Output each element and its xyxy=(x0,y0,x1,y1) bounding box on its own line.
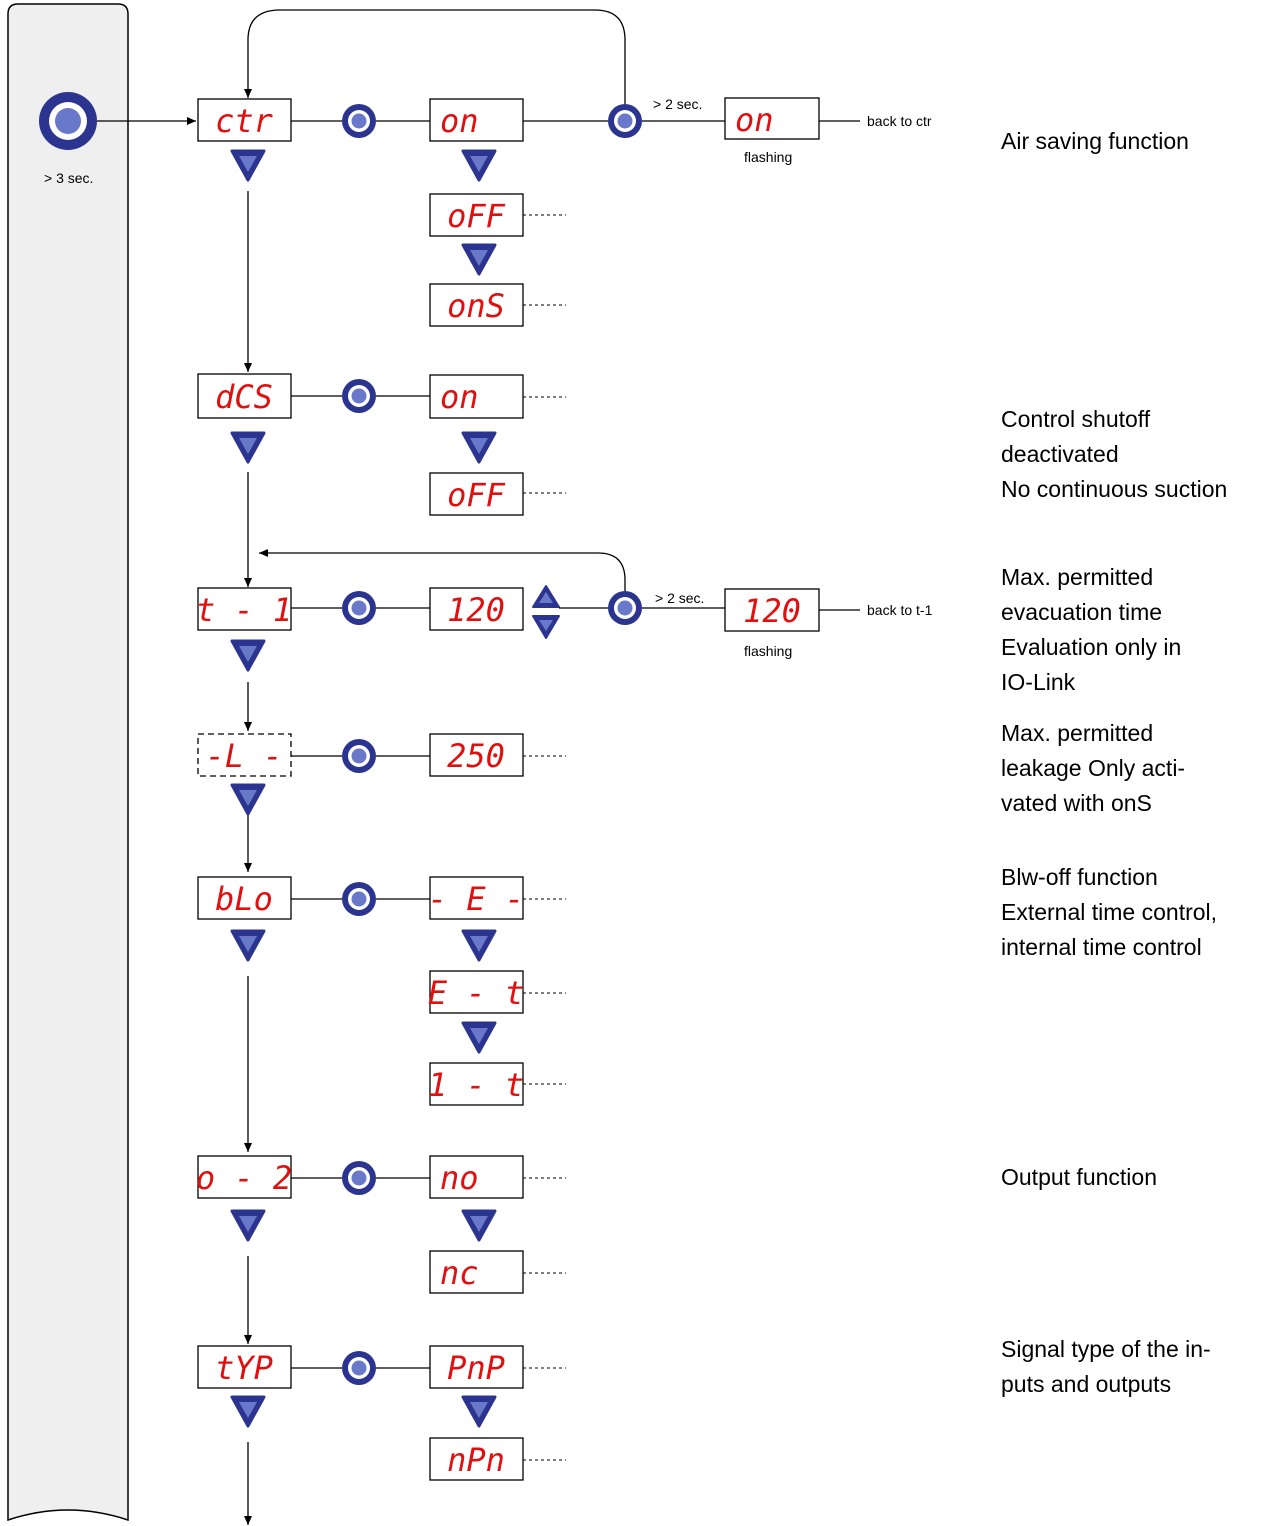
value-display-o2-nc xyxy=(429,1250,524,1294)
param-display-t1 xyxy=(197,587,292,631)
param-text-ctr: ctr xyxy=(215,102,274,140)
param-display-typ xyxy=(197,1345,292,1389)
value-display-leak xyxy=(429,733,524,777)
value-display-ctr-on xyxy=(429,98,524,142)
param-display-o2 xyxy=(197,1155,292,1199)
ctr-hold-label: > 2 sec. xyxy=(653,96,702,112)
value-display-t1 xyxy=(429,587,524,631)
value-text-typ-npn: nPn xyxy=(447,1441,505,1479)
value-text-dcs-on: on xyxy=(440,378,479,416)
enter-button-icon[interactable] xyxy=(39,92,97,150)
down-arrow-icon[interactable] xyxy=(230,929,266,962)
desc-evacuation-time: Max. permitted evacuation time Evaluatio… xyxy=(1001,564,1182,695)
param-text-blo: bLo xyxy=(215,880,273,918)
t1-flashing-label: flashing xyxy=(744,643,792,659)
down-arrow-icon[interactable] xyxy=(461,1021,497,1054)
ctr-flashing-label: flashing xyxy=(744,149,792,165)
value-display-blo-ext xyxy=(429,876,524,920)
desc-signal-type: Signal type of the in- puts and outputs xyxy=(1001,1336,1211,1397)
enter-button-icon[interactable] xyxy=(342,591,376,625)
up-arrow-icon[interactable] xyxy=(532,585,560,608)
down-arrow-icon[interactable] xyxy=(230,149,266,182)
param-text-o2: o - 2 xyxy=(196,1159,292,1197)
down-arrow-icon[interactable] xyxy=(532,615,560,639)
value-display-typ-npn xyxy=(429,1437,524,1481)
value-text-blo-et: E - t xyxy=(428,974,524,1012)
start-hold-label: > 3 sec. xyxy=(44,170,93,186)
enter-button-icon[interactable] xyxy=(342,379,376,413)
value-display-typ-pnp xyxy=(429,1345,524,1389)
desc-air-saving: Air saving function xyxy=(1001,128,1189,154)
param-text-dcs: dCS xyxy=(215,378,273,416)
param-display-ctr xyxy=(197,98,292,142)
t1-hold-label: > 2 sec. xyxy=(655,590,704,606)
value-display-blo-it xyxy=(429,1062,524,1106)
param-display-blo xyxy=(197,876,292,920)
value-display-blo-et xyxy=(429,970,524,1014)
value-display-ctr-off xyxy=(429,193,524,237)
down-arrow-icon[interactable] xyxy=(461,1395,497,1428)
enter-button-icon[interactable] xyxy=(342,1161,376,1195)
value-text-t1: 120 xyxy=(447,591,505,629)
enter-button-icon[interactable] xyxy=(342,882,376,916)
confirm-display-ctr xyxy=(724,97,820,140)
down-arrow-icon[interactable] xyxy=(230,431,266,464)
down-arrow-icon[interactable] xyxy=(230,639,266,672)
param-text-leak: -L - xyxy=(205,737,282,775)
value-display-dcs-off xyxy=(429,472,524,516)
enter-button-icon[interactable] xyxy=(608,591,642,625)
down-arrow-icon[interactable] xyxy=(230,1395,266,1428)
enter-button-icon[interactable] xyxy=(608,104,642,138)
side-panel xyxy=(7,3,129,1522)
param-display-leak xyxy=(197,733,292,777)
desc-leakage: Max. permitted leakage Only acti- vated … xyxy=(1001,720,1186,816)
confirm-text-ctr: on xyxy=(735,101,774,139)
value-text-o2-nc: nc xyxy=(440,1254,479,1292)
value-text-ctr-ons: onS xyxy=(447,287,505,325)
enter-button-icon[interactable] xyxy=(342,1351,376,1385)
enter-button-icon[interactable] xyxy=(342,104,376,138)
value-text-o2-no: no xyxy=(440,1159,479,1197)
desc-control-shutoff: Control shutoff deactivated No continuou… xyxy=(1001,406,1228,502)
ctr-back-label: back to ctr xyxy=(867,113,932,129)
enter-button-icon[interactable] xyxy=(342,739,376,773)
down-arrow-icon[interactable] xyxy=(230,783,266,816)
param-display-dcs xyxy=(197,373,292,419)
down-arrow-icon[interactable] xyxy=(461,243,497,276)
value-text-ctr-on: on xyxy=(440,102,479,140)
param-text-t1: t - 1 xyxy=(196,591,292,629)
value-text-ctr-off: oFF xyxy=(447,197,506,235)
value-display-o2-no xyxy=(429,1155,524,1199)
down-arrow-icon[interactable] xyxy=(461,1209,497,1242)
confirm-text-t1: 120 xyxy=(743,592,801,630)
down-arrow-icon[interactable] xyxy=(230,1209,266,1242)
value-text-blo-ext: - E - xyxy=(428,880,524,918)
down-arrow-icon[interactable] xyxy=(461,929,497,962)
down-arrow-icon[interactable] xyxy=(461,431,497,464)
down-arrow-icon[interactable] xyxy=(461,149,497,182)
param-text-typ: tYP xyxy=(215,1349,273,1387)
value-text-dcs-off: oFF xyxy=(447,476,506,514)
value-text-leak: 250 xyxy=(447,737,505,775)
value-text-typ-pnp: PnP xyxy=(447,1349,505,1387)
confirm-display-t1 xyxy=(724,588,820,632)
value-text-blo-it: 1 - t xyxy=(428,1066,524,1104)
t1-back-label: back to t-1 xyxy=(867,602,933,618)
desc-output-function: Output function xyxy=(1001,1164,1157,1190)
desc-blow-off: Blw-off function External time control, … xyxy=(1001,864,1218,960)
